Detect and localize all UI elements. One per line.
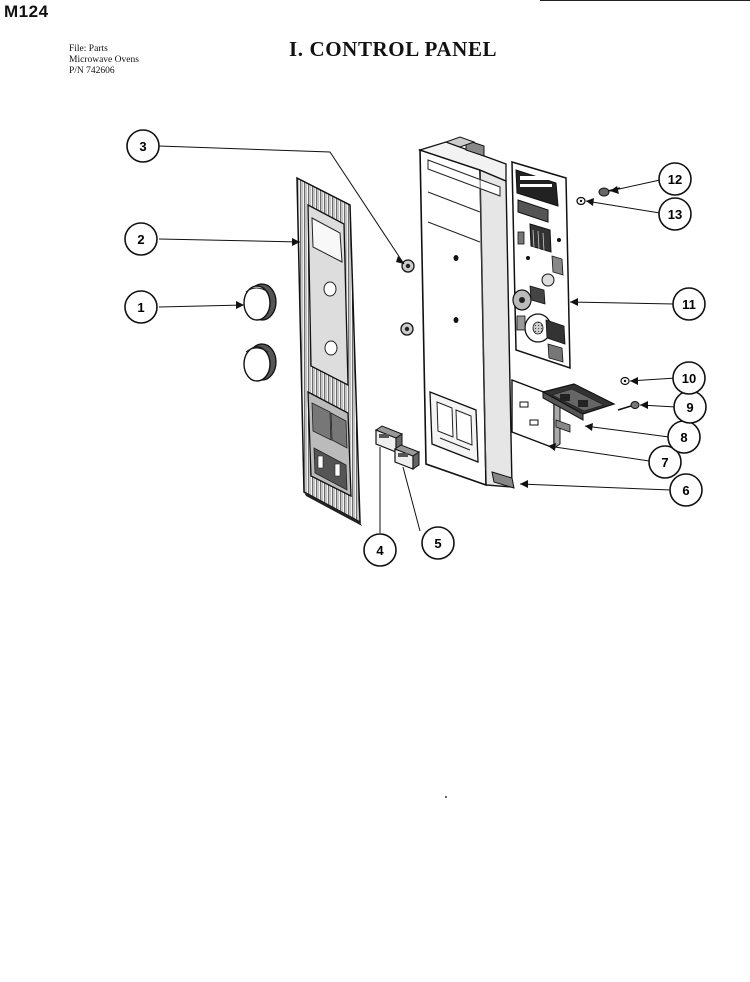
callout-2: 2 — [124, 222, 158, 256]
callout-4-label: 4 — [376, 543, 384, 558]
callout-11-label: 11 — [682, 297, 696, 312]
callout-9: 9 — [673, 390, 707, 424]
callout-10: 10 — [672, 361, 706, 395]
callout-13: 13 — [658, 197, 692, 231]
bracket-nut — [620, 376, 630, 386]
file-info: File: Parts Microwave Ovens P/N 742606 — [69, 44, 139, 77]
hex-nut-lower — [400, 322, 414, 336]
callout-12: 12 — [658, 162, 692, 196]
push-button-right — [393, 444, 421, 470]
callout-5: 5 — [421, 526, 455, 560]
relay-board — [541, 383, 616, 433]
callout-4: 4 — [363, 533, 397, 567]
bracket-screw — [617, 401, 640, 411]
callout-13-label: 13 — [668, 207, 682, 222]
callout-2-label: 2 — [137, 232, 144, 247]
callout-6: 6 — [669, 473, 703, 507]
page-title: I. CONTROL PANEL — [289, 37, 498, 61]
callout-1-label: 1 — [137, 300, 144, 315]
part-number-line: P/N 742606 — [69, 66, 115, 76]
stray-mark — [445, 796, 447, 798]
control-panel-housing — [417, 136, 515, 489]
top-rule — [540, 0, 750, 1]
callout-3-label: 3 — [139, 139, 146, 154]
leader-arrowheads — [236, 186, 648, 488]
callout-8-label: 8 — [680, 430, 687, 445]
board-washer — [576, 196, 586, 206]
knob-lower — [243, 343, 277, 382]
callout-7-label: 7 — [661, 455, 668, 470]
category-line: Microwave Ovens — [69, 55, 139, 65]
callout-1: 1 — [124, 290, 158, 324]
callout-9-label: 9 — [686, 400, 693, 415]
callout-10-label: 10 — [682, 371, 696, 386]
file-line: File: Parts — [69, 44, 108, 54]
knob-upper — [243, 283, 277, 321]
control-panel-overlay — [296, 176, 362, 526]
callout-3: 3 — [126, 129, 160, 163]
leader-lines — [158, 145, 677, 533]
callout-11: 11 — [672, 287, 706, 321]
model-number: M124 — [4, 2, 49, 21]
callout-5-label: 5 — [434, 536, 441, 551]
hex-nut-upper — [401, 259, 415, 273]
control-circuit-board — [511, 160, 571, 370]
callout-7: 7 — [648, 445, 682, 479]
callout-8: 8 — [667, 420, 701, 454]
callout-6-label: 6 — [682, 483, 689, 498]
callout-12-label: 12 — [668, 172, 682, 187]
